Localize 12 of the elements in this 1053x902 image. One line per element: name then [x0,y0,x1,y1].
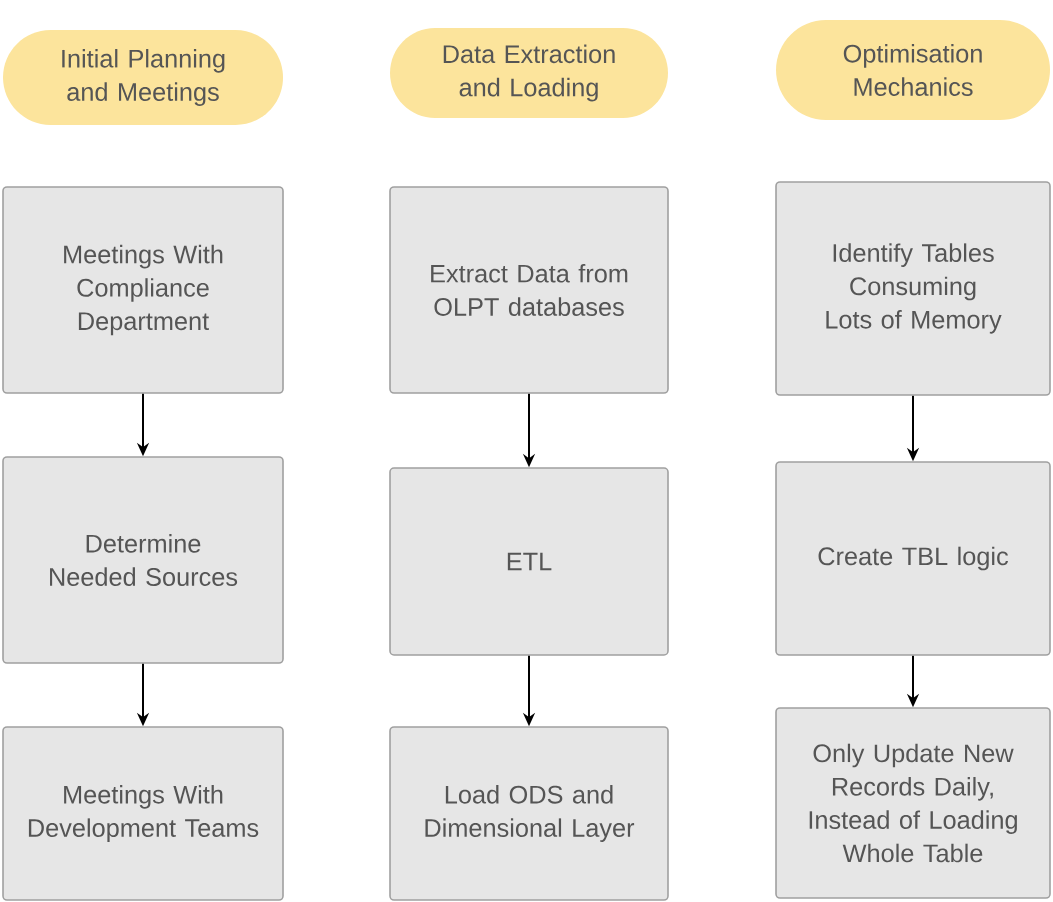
process-box: Meetings With Development Teams [2,726,284,901]
phase-pill: Initial Planning and Meetings [3,30,283,125]
phase-pill: Data Extraction and Loading [390,28,668,118]
process-box: Create TBL logic [775,461,1051,656]
phase-pill: Optimisation Mechanics [776,20,1050,120]
process-box: Only Update New Records Daily, Instead of Loading Whole Table [775,707,1051,899]
process-box: Load ODS and Dimensional Layer [389,726,669,901]
process-box: Determine Needed Sources [2,456,284,664]
process-box: Meetings With Compliance Department [2,186,284,394]
process-box: ETL [389,467,669,656]
process-box: Extract Data from OLPT databases [389,186,669,394]
process-box: Identify Tables Consuming Lots of Memory [775,181,1051,396]
